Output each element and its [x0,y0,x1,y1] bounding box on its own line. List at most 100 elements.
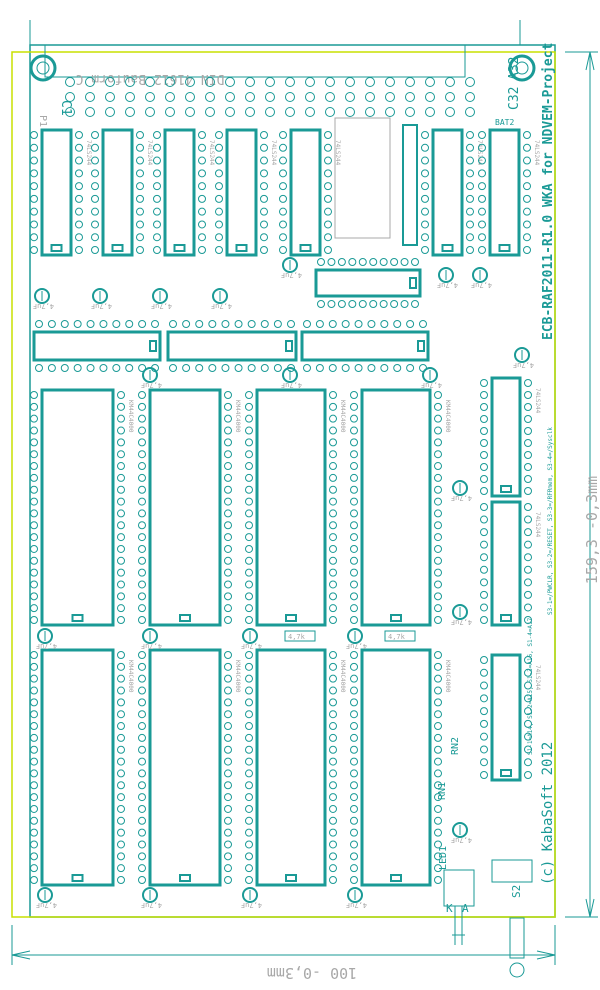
ic-pin [466,156,474,165]
ic-pin [198,169,206,178]
ic-pin [30,391,38,399]
ic-pin [99,320,108,328]
ic-pin [245,651,253,659]
ic-pin [245,876,253,884]
connector-pin [405,92,415,102]
ic-pin [245,450,253,459]
ic-pin [329,674,337,683]
connector-pin [305,77,315,87]
ic-pin [136,182,144,191]
ic-pin [117,781,125,790]
ic-pin [523,246,531,254]
ic-pin [411,300,419,308]
ic-body [148,388,222,627]
ic-pin [224,556,232,565]
ic-pin [224,450,232,459]
ic-pin [30,509,38,518]
pin1-notch [500,485,512,493]
capacitor-value: 4,7uF [451,836,472,844]
pin-c32-label: C32 [507,87,522,110]
ic-pin [434,651,442,659]
ic-pin [138,497,146,506]
ic-pin [245,674,253,683]
connector-pin [385,107,395,117]
connector-pin [205,77,215,87]
ic-pin [329,840,337,849]
ic-pin [245,733,253,742]
ic-pin [224,402,232,411]
ic-part-label: 74LS244 [208,140,215,166]
connector-pin [65,107,75,117]
ic-pin [434,840,442,849]
ic-part-label: KM44C4000 [339,660,346,693]
ic-pin [30,852,38,861]
ic-pin [224,533,232,542]
ic-pin [421,143,429,152]
ic-pin [260,220,268,229]
ic-part-label: 74LS244 [146,140,153,166]
connector-pins [65,77,475,117]
ic-pin [138,391,146,399]
ic-part-label: 74LS244 [334,140,341,166]
ic-pin [279,207,287,216]
ic-pin [224,616,232,624]
ic-pin [329,450,337,459]
ic-pin [350,876,358,884]
switch-s2[interactable] [491,859,533,883]
ic-pin [117,414,125,423]
ic-pin [224,509,232,518]
connector-pin [265,107,275,117]
ic-pin [524,487,532,495]
ic-pin [224,816,232,825]
ic-pin [117,876,125,884]
ic-pin [117,852,125,861]
ic-pin [434,662,442,671]
ic-pin [260,169,268,178]
ic-pin [350,816,358,825]
ic-pin [478,220,486,229]
ic-pin [91,169,99,178]
capacitor [142,628,158,644]
capacitor [472,267,488,283]
connector-pin [465,107,475,117]
ic-part-label: KM44C4000 [339,400,346,433]
ic-pin [91,182,99,191]
ic-pin [478,143,486,152]
connector-pin [325,77,335,87]
ic-pin [317,258,325,266]
ic-pin [117,592,125,601]
connector-pin [85,77,95,87]
ic-pin [434,710,442,719]
ic-pin [224,438,232,447]
ic-pin [153,194,161,203]
battery-label: BAT2 [495,118,514,127]
switch-s2-knob[interactable] [509,962,525,978]
switch-s2-lever[interactable] [509,917,525,959]
ic-pin [136,131,144,139]
ic-pin [523,182,531,191]
ic-part-label: KM44C4000 [234,660,241,693]
ic-pin [523,233,531,242]
ic-pin [329,604,337,613]
ic-pin [434,450,442,459]
ic-pin [117,533,125,542]
ic-pin [136,143,144,152]
capacitor-value: 4,7uF [437,281,458,289]
ic-pin [329,793,337,802]
ic-pin [350,414,358,423]
ic-pin [198,143,206,152]
ic-pin [169,320,177,328]
pin1-notch [409,277,417,289]
ic-pin [75,182,83,191]
ic-pin [245,580,253,589]
ic-part-label: KM44C4000 [444,660,451,693]
ic-pin [329,745,337,754]
ic-pin [480,771,488,779]
ic-pin [329,592,337,601]
connector-pin [385,77,395,87]
dip-switch-s3[interactable] [334,117,391,239]
ic-pin [350,710,358,719]
ic-pin [138,710,146,719]
ic-pin [411,258,419,266]
ic-pin [434,556,442,565]
